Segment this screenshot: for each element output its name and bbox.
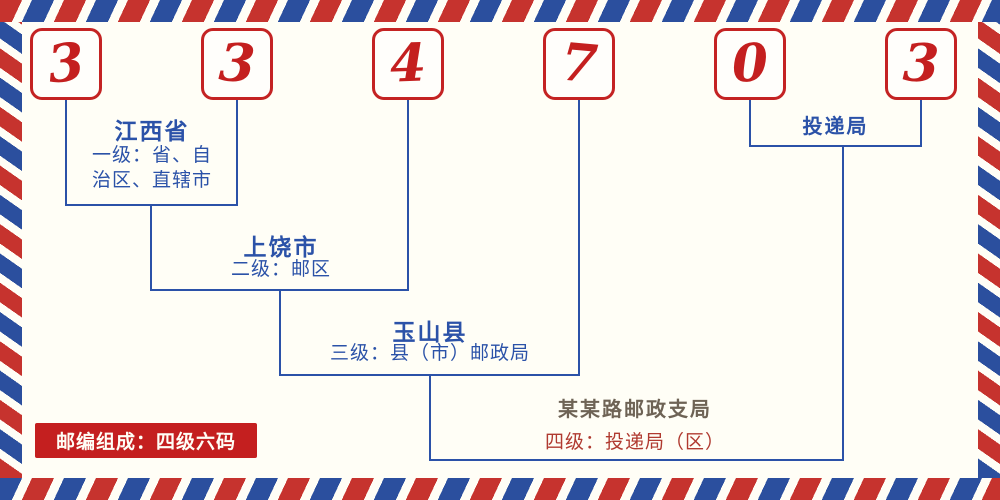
connector-line-l3-drop	[279, 291, 281, 375]
digit-2: 3	[217, 32, 257, 95]
digit-5: 0	[730, 32, 770, 95]
level2-name-label: 上饶市	[243, 235, 319, 261]
connector-line-l2-up	[407, 100, 409, 291]
level4-desc-label: 四级：投递局（区）	[544, 431, 725, 453]
digit-1: 3	[44, 31, 88, 96]
level4-name-label: 某某路邮政支局	[558, 397, 712, 421]
airmail-border-left	[0, 22, 22, 478]
level1-name-label: 江西省	[114, 119, 190, 145]
connector-line-delivery-left	[749, 100, 751, 146]
digit-4: 7	[558, 31, 600, 96]
airmail-border-right	[978, 22, 1000, 478]
digit-box-6: 3	[885, 28, 957, 100]
level1-desc-label: 一级：省、自 治区、直辖市	[91, 144, 212, 191]
connector-line-delivery-bottom	[749, 145, 922, 147]
connector-line-l3-up	[578, 100, 580, 376]
connector-line-l2-bottom	[150, 289, 409, 291]
level3-desc-label: 三级：县（市）邮政局	[329, 342, 530, 364]
airmail-border-bottom	[0, 478, 1000, 500]
connector-line-l1-left	[65, 100, 67, 205]
digit-6: 3	[901, 32, 941, 95]
connector-line-l2-drop	[150, 206, 152, 291]
digit-box-1: 3	[30, 28, 102, 100]
digit-3: 4	[388, 32, 428, 95]
level2-desc-label: 二级：邮区	[230, 258, 331, 280]
connector-line-delivery-right	[920, 100, 922, 146]
level3-name-label: 玉山县	[392, 320, 468, 346]
connector-line-l4-bottom	[429, 459, 844, 461]
connector-line-l3-bottom	[279, 374, 580, 376]
connector-line-l4-up	[842, 146, 844, 461]
digit-box-2: 3	[201, 28, 273, 100]
digit-box-4: 7	[543, 28, 615, 100]
postal-composition-badge: 邮编组成：四级六码	[35, 423, 257, 458]
connector-line-l4-drop	[429, 376, 431, 460]
connector-line-l1-bottom	[65, 204, 238, 206]
digit-box-3: 4	[372, 28, 444, 100]
digit-box-5: 0	[714, 28, 786, 100]
airmail-border-top	[0, 0, 1000, 22]
delivery-office-label: 投递局	[802, 114, 869, 138]
connector-line-l1-right	[236, 100, 238, 205]
